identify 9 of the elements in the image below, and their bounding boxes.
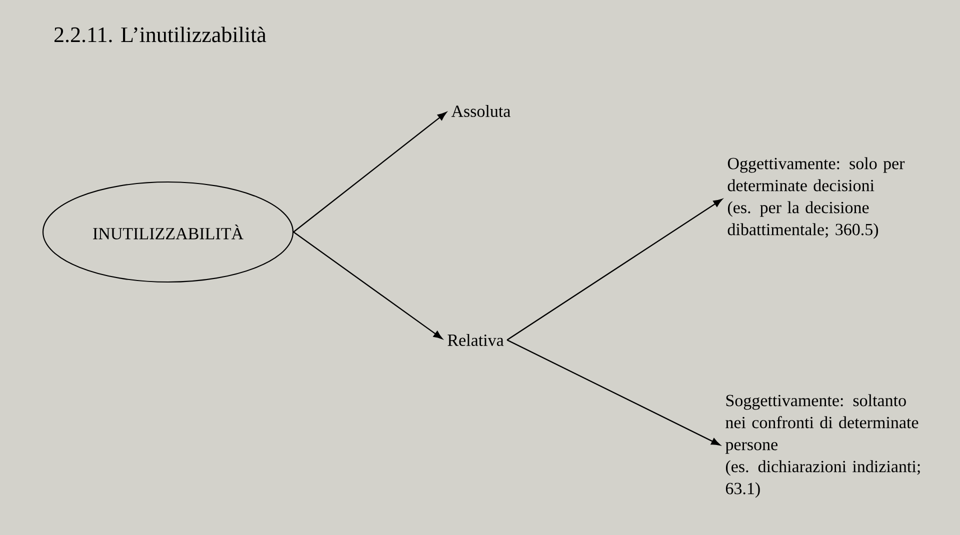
arrow bbox=[293, 232, 443, 340]
branch-text: Soggettivamente: soltanto nei confronti di determinate persone (es. dichiarazioni indizianti; 63.1) bbox=[725, 394, 920, 498]
branch-label: Relativa bbox=[448, 334, 504, 346]
section-heading: 2.2.11. L’inutilizzabilità bbox=[54, 26, 266, 42]
branch-text: Oggettivamente: solo per determinate decisioni (es. per la decisione dibattimentale; 360.5) bbox=[728, 157, 905, 239]
arrow bbox=[506, 198, 722, 340]
branch-label: Assoluta bbox=[451, 105, 510, 117]
arrow bbox=[293, 112, 447, 232]
arrow bbox=[506, 339, 720, 446]
